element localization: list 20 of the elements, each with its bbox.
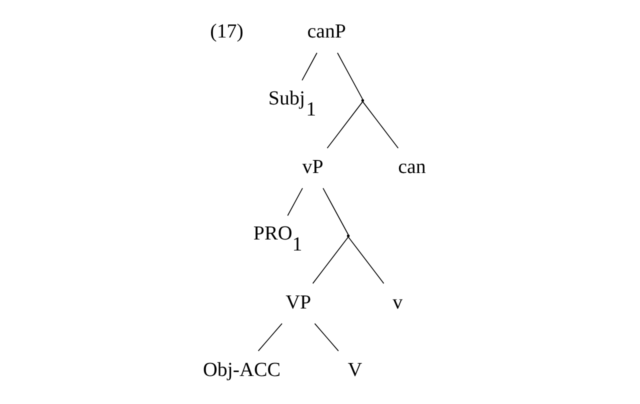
connector: [326, 101, 363, 149]
connector: [322, 188, 349, 236]
connector: [314, 323, 339, 352]
connector: [348, 236, 384, 284]
connector: [258, 323, 282, 352]
connector: [287, 188, 303, 216]
node-text: can: [398, 156, 426, 178]
connector: [362, 101, 399, 149]
connector: [302, 52, 318, 81]
node-text: VP: [286, 291, 312, 314]
node-text: v: [392, 291, 403, 314]
connector: [337, 52, 364, 100]
node-text: canP: [307, 20, 346, 43]
node-text: vP: [302, 156, 324, 178]
label: (17): [210, 20, 244, 43]
node-text: Obj-ACC: [202, 359, 281, 382]
connector: [312, 236, 349, 284]
node-text: V: [348, 359, 362, 382]
node-point: [346, 234, 350, 238]
node-point: [361, 99, 364, 102]
